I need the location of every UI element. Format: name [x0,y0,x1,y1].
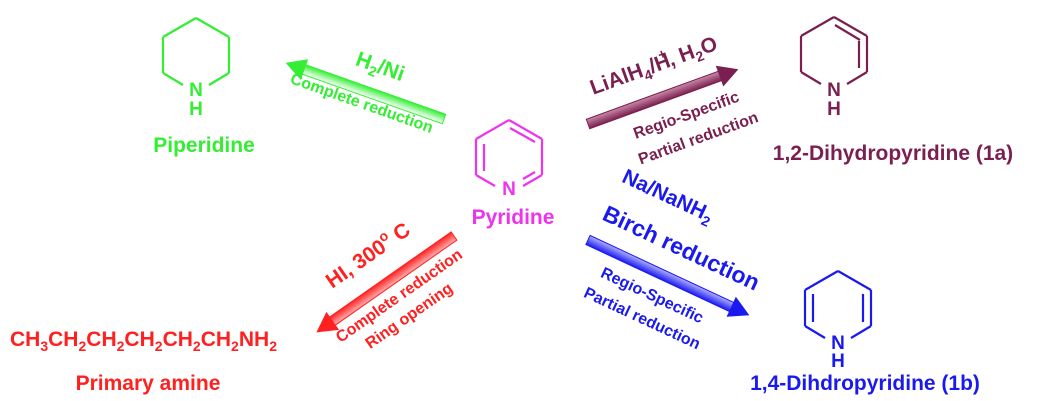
arrow-to-14-dihydropyridine [585,234,750,317]
formula-subscript: 2 [269,338,277,354]
pyridine-nitrogen: N [502,179,516,200]
arrow-to-12-dihydropyridine [585,65,739,130]
formula-subscript: 2 [78,338,86,354]
dihydropyridine-14-hydrogen: H [831,351,845,372]
formula-group: CH [124,328,154,351]
piperidine-structure [161,17,231,86]
formula-subscript: 2 [117,338,125,354]
formula-subscript: 2 [193,338,201,354]
formula-group: CH [201,328,231,351]
dihydropyridine-12-nitrogen: N [827,80,841,101]
piperidine-hydrogen: H [189,99,203,120]
formula-subscript: 3 [40,338,48,354]
primary-amine-label: Primary amine [76,372,221,395]
dihydropyridine-12-structure [799,16,869,85]
piperidine-label: Piperidine [153,134,255,157]
dihydropyridine-12-label: 1,2-Dihydropyridine (1a) [773,142,1013,165]
dihydropyridine-12-hydrogen: H [827,99,841,120]
primary-amine-formula: CH3CH2CH2CH2CH2CH2NH2 [10,328,277,354]
dihydropyridine-14-nitrogen: N [831,333,845,354]
formula-group: NH [239,328,269,351]
svg-text:LiAlH4/H+, H2O: LiAlH4/H+, H2O [585,28,721,103]
pyridine-structure [474,119,544,187]
formula-subscript: 2 [155,338,163,354]
svg-text:H2/Ni: H2/Ni [352,48,408,89]
formula-subscript: 2 [231,338,239,354]
dihydropyridine-14-structure [803,270,873,339]
reagent-h2-ni: H2/Ni [352,48,408,89]
formula-group: CH [48,328,78,351]
piperidine-nitrogen: N [189,80,203,101]
reagent-lialh4: LiAlH4/H+, H2O [585,28,721,103]
formula-group: CH [86,328,116,351]
formula-group: CH [163,328,193,351]
pyridine-label: Pyridine [472,206,555,229]
reagent-hi: HI, 300o C [320,215,415,293]
arrow-to-piperidine [285,59,447,125]
svg-text:HI, 300o C: HI, 300o C [320,215,415,293]
arrow-to-primary-amine [316,231,458,333]
formula-group: CH [10,328,40,351]
dihydropyridine-14-label: 1,4-Dihdropyridine (1b) [750,372,980,395]
